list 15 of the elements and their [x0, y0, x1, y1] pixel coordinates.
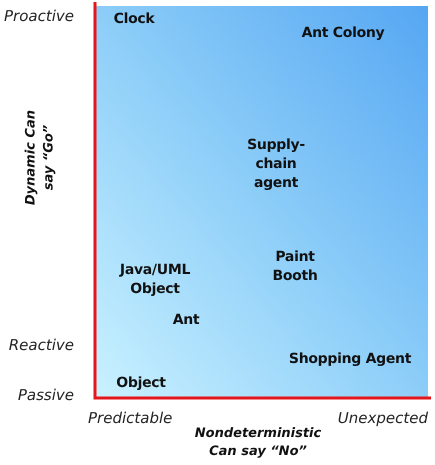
item-label: Object: [115, 374, 167, 393]
axis-tick-label: Predictable: [88, 408, 174, 428]
item-label: Java/UML Object: [118, 261, 192, 299]
axis-title: Nondeterministic Can say “No”: [194, 425, 322, 460]
item-label: Ant: [172, 311, 200, 330]
axis-tick-label: Reactive: [8, 335, 74, 356]
item-label: Paint Booth: [271, 248, 319, 286]
axis-tick-label: Proactive: [3, 6, 74, 26]
axis-tick-label: Unexpected: [336, 408, 428, 428]
item-label: Shopping Agent: [288, 350, 412, 369]
axis-title: Dynamic Can say “Go”: [22, 109, 57, 208]
item-label: Clock: [112, 10, 156, 29]
item-label: Ant Colony: [300, 24, 386, 43]
item-label: Supply-chain agent: [246, 136, 306, 193]
axis-tick-label: Passive: [16, 385, 74, 406]
